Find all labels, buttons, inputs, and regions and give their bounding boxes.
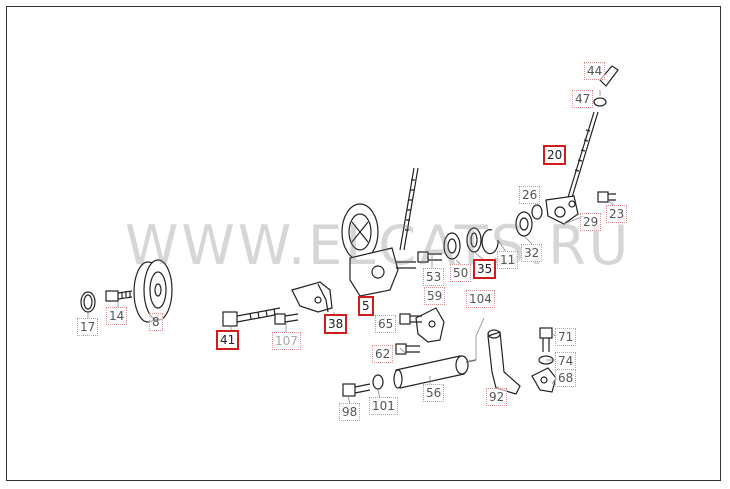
callout-20[interactable]: 20 — [543, 145, 567, 165]
part-35-ring[interactable] — [466, 227, 482, 253]
part-14-bolt[interactable] — [105, 290, 133, 302]
callout-50[interactable]: 50 — [450, 264, 472, 282]
callout-17[interactable]: 17 — [77, 318, 99, 336]
callout-98[interactable]: 98 — [339, 403, 361, 421]
callout-35[interactable]: 35 — [473, 259, 497, 279]
part-56-damper[interactable] — [393, 355, 477, 389]
callout-92[interactable]: 92 — [486, 388, 508, 406]
callout-5[interactable]: 5 — [358, 296, 374, 316]
part-11-circlip[interactable] — [481, 229, 499, 255]
callout-26[interactable]: 26 — [519, 186, 541, 204]
part-107-bolt[interactable] — [274, 313, 299, 325]
callout-32[interactable]: 32 — [521, 244, 543, 262]
callout-74[interactable]: 74 — [555, 352, 577, 370]
callout-56[interactable]: 56 — [423, 384, 445, 402]
callout-71[interactable]: 71 — [555, 328, 577, 346]
part-92-lever[interactable] — [487, 329, 521, 395]
part-8-pulley[interactable] — [133, 259, 173, 323]
part-101-washer[interactable] — [372, 374, 384, 390]
callout-14[interactable]: 14 — [106, 307, 128, 325]
callout-65[interactable]: 65 — [375, 315, 397, 333]
part-98-bolt[interactable] — [342, 383, 371, 397]
callout-53[interactable]: 53 — [423, 268, 445, 286]
callout-107[interactable]: 107 — [272, 332, 301, 350]
part-53-bolt[interactable] — [417, 251, 442, 263]
part-20-rod[interactable] — [545, 111, 599, 225]
part-68-bracket[interactable] — [531, 367, 557, 393]
callout-47[interactable]: 47 — [572, 90, 594, 108]
part-50-washer[interactable] — [443, 232, 461, 260]
part-17-ring[interactable] — [80, 291, 96, 313]
callout-101[interactable]: 101 — [369, 397, 398, 415]
part-38-bracket[interactable] — [291, 281, 333, 313]
callout-59[interactable]: 59 — [424, 287, 446, 305]
callout-41[interactable]: 41 — [216, 330, 240, 350]
part-44-cap[interactable] — [599, 65, 619, 87]
callout-38[interactable]: 38 — [324, 314, 348, 334]
callout-104[interactable]: 104 — [466, 290, 495, 308]
callout-11[interactable]: 11 — [497, 251, 519, 269]
part-71-screw[interactable] — [539, 327, 553, 352]
part-104-bracket[interactable] — [415, 307, 445, 343]
callout-29[interactable]: 29 — [580, 213, 602, 231]
callout-8[interactable]: 8 — [149, 313, 163, 331]
part-41-long-bolt[interactable] — [222, 307, 281, 327]
callout-44[interactable]: 44 — [584, 62, 606, 80]
part-32-bearing[interactable] — [515, 211, 533, 237]
part-26-washer[interactable] — [531, 204, 543, 220]
part-5-tensioner[interactable] — [341, 167, 419, 297]
part-47-washer[interactable] — [593, 97, 607, 107]
part-23-screw[interactable] — [597, 191, 616, 203]
part-62-bolt[interactable] — [395, 343, 420, 355]
callout-68[interactable]: 68 — [555, 369, 577, 387]
callout-23[interactable]: 23 — [606, 205, 628, 223]
callout-62[interactable]: 62 — [372, 345, 394, 363]
part-65-bolt[interactable] — [399, 313, 422, 325]
